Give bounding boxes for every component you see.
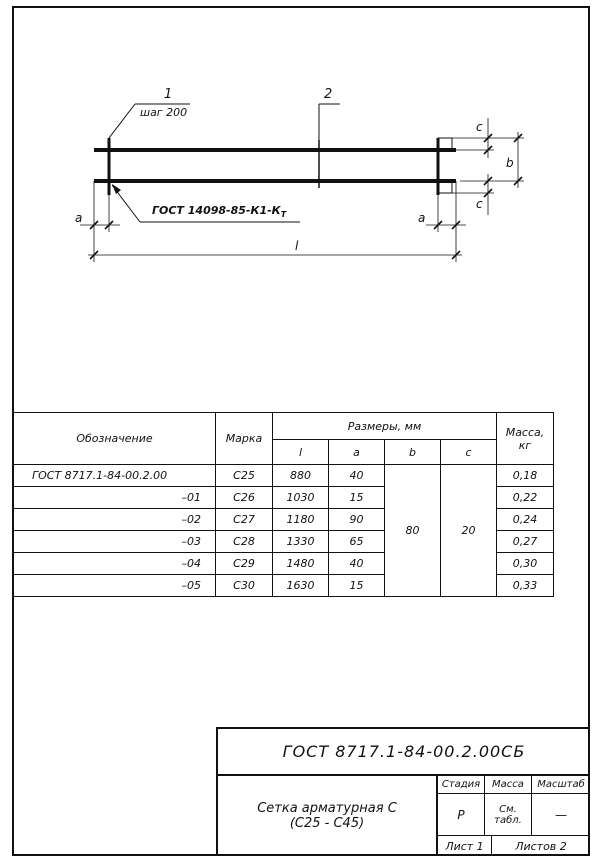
row-designation: –05 xyxy=(13,574,216,597)
row-mass: 0,33 xyxy=(496,574,554,597)
weld-note: ГОСТ 14098-85-К1-КТ xyxy=(152,204,287,220)
row-l: 1480 xyxy=(272,552,329,575)
scale-value: — xyxy=(532,794,590,836)
table-row: –01 С26 1030 15 0,22 xyxy=(13,486,554,509)
shared-b-value: 80 xyxy=(384,464,441,597)
header-mark: Марка xyxy=(215,412,273,465)
mesh-drawing xyxy=(80,103,524,262)
spec-table: Обозначение Марка Размеры, мм Масса,кг l… xyxy=(13,412,554,597)
row-mass: 0,24 xyxy=(496,508,554,531)
document-name-line1: Сетка арматурная С xyxy=(257,801,397,816)
header-dimensions: Размеры, мм xyxy=(272,412,497,440)
header-designation: Обозначение xyxy=(13,412,216,465)
callout-1-number: 1 xyxy=(164,87,173,102)
row-mark: С27 xyxy=(215,508,273,531)
row-l: 1030 xyxy=(272,486,329,509)
shared-c-value: 20 xyxy=(440,464,497,597)
document-name-line2: (С25 - С45) xyxy=(289,816,365,831)
dim-l-label: l xyxy=(295,239,299,253)
header-a: a xyxy=(328,439,385,465)
row-mark: С30 xyxy=(215,574,273,597)
row-l: 1630 xyxy=(272,574,329,597)
header-b: b xyxy=(384,439,441,465)
row-mark: С29 xyxy=(215,552,273,575)
row-mass: 0,22 xyxy=(496,486,554,509)
row-l: 880 xyxy=(272,464,329,487)
header-c: c xyxy=(440,439,497,465)
row-a: 15 xyxy=(328,486,385,509)
table-row: ГОСТ 8717.1-84-00.2.00 С25 880 40 80 20 … xyxy=(13,464,554,597)
header-l: l xyxy=(272,439,329,465)
mass-label: Масса xyxy=(485,776,532,794)
row-l: 1330 xyxy=(272,530,329,553)
row-a: 40 xyxy=(328,464,385,487)
row-mark: С26 xyxy=(215,486,273,509)
row-mark: С25 xyxy=(215,464,273,487)
row-designation: ГОСТ 8717.1-84-00.2.00 xyxy=(13,464,216,487)
row-mass: 0,30 xyxy=(496,552,554,575)
table-row: –04 С29 1480 40 0,30 xyxy=(13,552,554,575)
stage-label: Стадия xyxy=(438,776,485,794)
dim-b-label: b xyxy=(506,156,514,170)
dim-c-top-label: c xyxy=(476,120,483,134)
callout-2-number: 2 xyxy=(324,87,333,102)
callout-1-note: шаг 200 xyxy=(140,106,188,119)
sheet-number: Лист 1 xyxy=(438,836,492,856)
row-mass: 0,27 xyxy=(496,530,554,553)
row-a: 15 xyxy=(328,574,385,597)
document-name: Сетка арматурная С (С25 - С45) xyxy=(218,776,438,856)
scale-label: Масштаб xyxy=(532,776,590,794)
row-mass: 0,18 xyxy=(496,464,554,487)
row-l: 1180 xyxy=(272,508,329,531)
row-designation: –04 xyxy=(13,552,216,575)
row-a: 90 xyxy=(328,508,385,531)
mass-value: См. табл. xyxy=(485,794,532,836)
title-block: ГОСТ 8717.1-84-00.2.00СБ Сетка арматурна… xyxy=(216,727,590,856)
table-row: –03 С28 1330 65 0,27 xyxy=(13,530,554,553)
stage-value: Р xyxy=(438,794,485,836)
sheets-total: Листов 2 xyxy=(515,839,567,853)
document-code: ГОСТ 8717.1-84-00.2.00СБ xyxy=(218,729,590,776)
row-designation: –01 xyxy=(13,486,216,509)
dim-a-left-label: a xyxy=(75,211,83,225)
dim-a-right-label: a xyxy=(418,211,426,225)
table-row: –05 С30 1630 15 0,33 xyxy=(13,574,554,597)
row-mark: С28 xyxy=(215,530,273,553)
row-a: 40 xyxy=(328,552,385,575)
header-mass: Масса,кг xyxy=(496,412,554,465)
dim-c-bottom-label: c xyxy=(476,197,483,211)
row-designation: –02 xyxy=(13,508,216,531)
row-designation: –03 xyxy=(13,530,216,553)
row-a: 65 xyxy=(328,530,385,553)
